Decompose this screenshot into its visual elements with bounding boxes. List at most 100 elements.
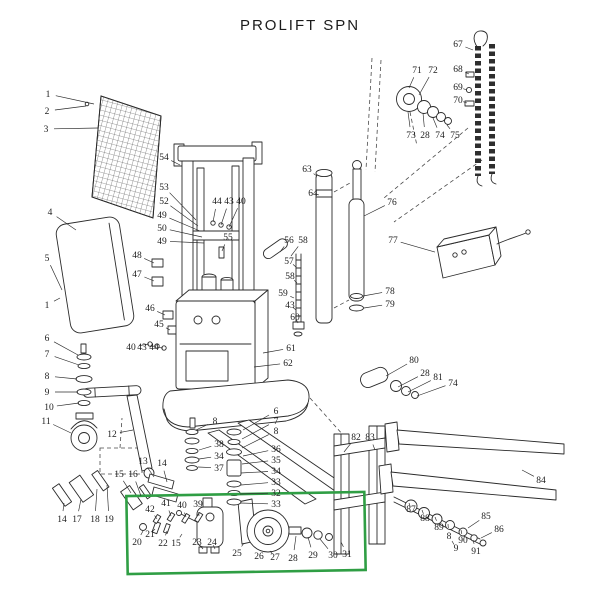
part-number: 9 bbox=[45, 388, 50, 398]
part-number: 12 bbox=[107, 430, 117, 440]
part-number: 20 bbox=[132, 538, 142, 548]
leader-line bbox=[169, 241, 205, 244]
part-number: 40 bbox=[126, 343, 136, 353]
leader-line bbox=[269, 550, 273, 555]
part-number: 43 bbox=[285, 301, 295, 311]
part-number: 47 bbox=[132, 270, 142, 280]
leader-line bbox=[56, 216, 77, 231]
part-number: 83 bbox=[365, 433, 375, 443]
part-number: 22 bbox=[158, 539, 168, 549]
leader-line bbox=[460, 529, 463, 534]
part-number: 52 bbox=[159, 197, 169, 207]
leader-line bbox=[363, 304, 383, 309]
part-number: 14 bbox=[57, 515, 67, 525]
part-number: 75 bbox=[450, 131, 460, 141]
part-number: 46 bbox=[145, 304, 155, 314]
part-number: 6 bbox=[274, 407, 279, 417]
leader-line bbox=[53, 127, 99, 130]
part-number: 49 bbox=[157, 237, 167, 247]
leader-line bbox=[198, 445, 212, 451]
part-number: 28 bbox=[420, 369, 430, 379]
part-number: 61 bbox=[286, 344, 296, 354]
part-number: 28 bbox=[288, 554, 298, 564]
part-number: 87 bbox=[406, 505, 416, 515]
part-number: 59 bbox=[278, 289, 288, 299]
part-number: 68 bbox=[453, 65, 463, 75]
part-number: 23 bbox=[192, 538, 202, 548]
center-washer-stacks bbox=[184, 417, 242, 506]
guide-rollers bbox=[360, 366, 419, 399]
leader-line bbox=[95, 488, 98, 512]
part-number: 16 bbox=[128, 470, 138, 480]
leader-line bbox=[319, 538, 329, 550]
leader-line bbox=[50, 265, 63, 291]
part-number: 32 bbox=[271, 489, 281, 499]
leader-line bbox=[54, 105, 87, 111]
grille-panel bbox=[84, 95, 162, 219]
part-number: 55 bbox=[223, 233, 233, 243]
leader-line bbox=[220, 208, 227, 226]
leader-line bbox=[62, 502, 65, 512]
leader-line bbox=[295, 319, 299, 324]
part-number: 45 bbox=[154, 320, 164, 330]
leader-line bbox=[385, 363, 408, 377]
part-number: 13 bbox=[138, 457, 148, 467]
leader-line bbox=[144, 276, 155, 282]
fork-frame bbox=[333, 421, 565, 555]
leader-line bbox=[241, 460, 269, 465]
part-number: 74 bbox=[435, 131, 445, 141]
leader-line bbox=[293, 279, 298, 284]
drive-wheel bbox=[246, 509, 345, 553]
part-number: 90 bbox=[458, 536, 468, 546]
leader-line bbox=[240, 482, 269, 486]
leader-line bbox=[421, 509, 424, 514]
part-number: 48 bbox=[132, 251, 142, 261]
leader-line bbox=[213, 545, 216, 550]
leader-line bbox=[408, 77, 415, 89]
link-plates bbox=[147, 473, 179, 503]
part-number: 34 bbox=[271, 467, 281, 477]
leader-line bbox=[165, 327, 171, 331]
leader-line bbox=[168, 510, 172, 517]
part-number: 70 bbox=[453, 96, 463, 106]
leader-line bbox=[434, 516, 437, 521]
part-number: 15 bbox=[171, 539, 181, 549]
leader-line bbox=[54, 376, 78, 380]
leader-line bbox=[313, 173, 318, 177]
leader-line bbox=[240, 471, 269, 474]
leader-line bbox=[239, 502, 269, 505]
leader-line bbox=[55, 95, 95, 105]
leader-line bbox=[293, 535, 297, 551]
leader-line bbox=[140, 530, 144, 536]
leader-line bbox=[465, 72, 470, 75]
part-number: 25 bbox=[232, 549, 242, 559]
leader-line bbox=[463, 88, 468, 91]
part-number: 44 bbox=[149, 343, 159, 353]
leader-line bbox=[242, 450, 269, 457]
leader-line bbox=[198, 456, 212, 460]
leader-line bbox=[451, 540, 455, 545]
part-number: 62 bbox=[283, 359, 293, 369]
part-number: 77 bbox=[388, 236, 398, 246]
part-number: 3 bbox=[44, 125, 49, 135]
leader-line bbox=[241, 434, 269, 449]
leader-line bbox=[53, 297, 61, 302]
part-number: 37 bbox=[214, 464, 224, 474]
leader-line bbox=[407, 380, 431, 393]
leader-line bbox=[521, 469, 535, 477]
part-number: 44 bbox=[212, 197, 222, 207]
leader-line bbox=[147, 467, 155, 478]
leader-line bbox=[56, 402, 80, 407]
part-number: 7 bbox=[274, 417, 279, 427]
leader-line bbox=[212, 208, 216, 223]
part-number: 1 bbox=[45, 301, 50, 311]
leader-line bbox=[465, 46, 474, 51]
part-number: 71 bbox=[412, 66, 422, 76]
carriage-body bbox=[175, 273, 269, 390]
leader-line bbox=[290, 296, 295, 299]
part-number: 33 bbox=[271, 478, 281, 488]
leader-line bbox=[239, 492, 269, 495]
backrest-panel bbox=[55, 216, 135, 334]
